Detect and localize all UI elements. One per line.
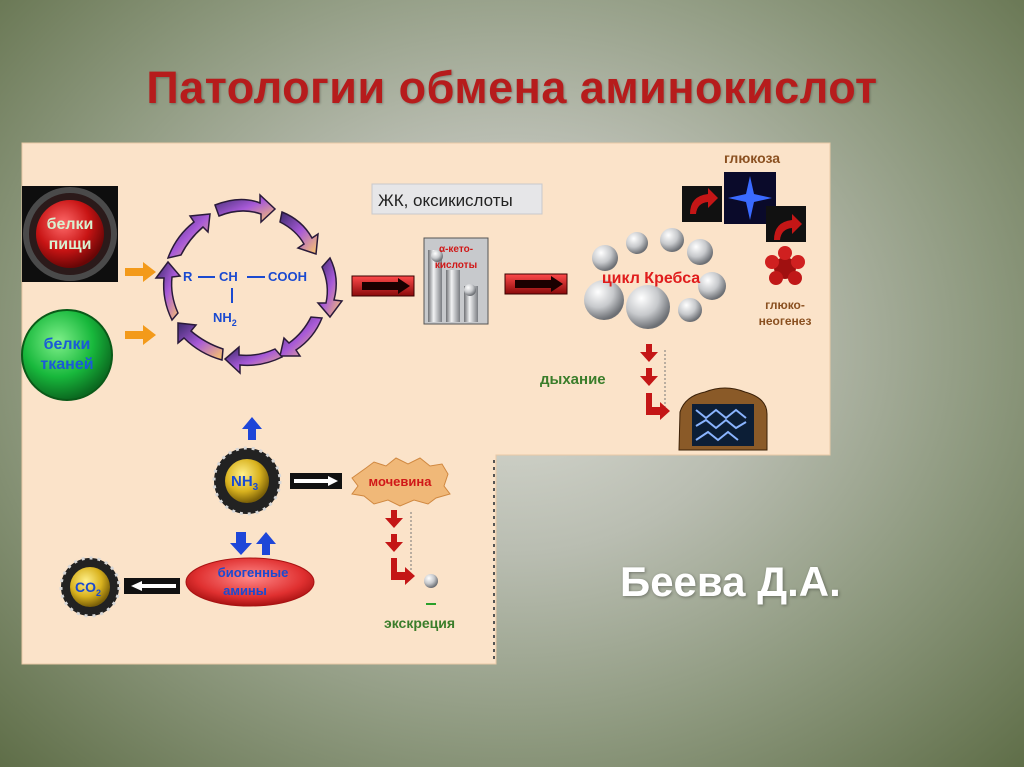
excretion-drop-icon xyxy=(424,574,438,588)
urea-node: мочевина xyxy=(351,457,451,507)
tissue-proteins-node: белки тканей xyxy=(21,309,113,401)
tissue-proteins-label-1: белки xyxy=(44,336,91,353)
white-arrow-urea xyxy=(290,473,342,489)
urea-label: мочевина xyxy=(369,474,433,489)
keto-acids-node: α-кето- кислоты xyxy=(423,237,489,325)
white-arrow-co2 xyxy=(124,578,180,594)
keto-acids-label-2: кислоты xyxy=(435,260,477,271)
gluconeogenesis-label-1: глюко- xyxy=(765,298,805,312)
food-proteins-label-2: пищи xyxy=(49,236,92,253)
gluconeogenesis-icon xyxy=(765,246,805,285)
respiration-arrows xyxy=(640,344,670,420)
ammonia-node: NH3 xyxy=(212,446,282,516)
author-name: Беева Д.А. xyxy=(620,558,841,605)
amino-acid-cycle-ring xyxy=(154,193,344,375)
respiration-label: дыхание xyxy=(540,371,606,388)
energy-furnace-icon xyxy=(678,387,768,451)
diagram-panel xyxy=(21,142,831,665)
tissue-proteins-label-2: тканей xyxy=(40,356,93,373)
formula-nh2: NH2 xyxy=(213,310,237,328)
orange-arrows xyxy=(125,262,156,345)
excretion-arrows xyxy=(385,510,415,585)
formula-cooh: COOH xyxy=(268,269,307,284)
keto-acids-label-1: α-кето- xyxy=(439,244,473,255)
biogenic-amines-label-1: биогенные xyxy=(218,565,289,580)
food-proteins-node: белки пищи xyxy=(22,186,118,282)
co2-label: CO2 xyxy=(75,579,101,598)
slide-title: Патологии обмена аминокислот xyxy=(146,62,878,113)
blue-arrows xyxy=(230,417,276,555)
glucose-node xyxy=(682,172,806,242)
glucose-label: глюкоза xyxy=(724,150,780,166)
co2-node: CO2 xyxy=(59,556,121,618)
formula-ch: CH xyxy=(219,269,238,284)
biogenic-amines-node: биогенные амины xyxy=(185,557,315,607)
krebs-cycle-label: цикл Кребса xyxy=(602,270,700,287)
red-bar-arrow-1 xyxy=(351,275,415,297)
fatty-acids-box: ЖК, оксикислоты xyxy=(371,183,543,215)
red-bar-arrow-2 xyxy=(504,273,568,295)
fatty-acids-label: ЖК, оксикислоты xyxy=(378,191,513,210)
formula-r: R xyxy=(183,269,193,284)
excretion-label: экскреция xyxy=(384,615,455,631)
amino-acid-formula: R CH COOH NH2 xyxy=(183,269,307,328)
krebs-cycle-node: цикл Кребса xyxy=(584,228,726,329)
biogenic-amines-label-2: амины xyxy=(223,583,267,598)
food-proteins-label-1: белки xyxy=(47,216,94,233)
gluconeogenesis-label-2: неогенез xyxy=(759,314,812,328)
ammonia-label: NH3 xyxy=(231,473,259,493)
